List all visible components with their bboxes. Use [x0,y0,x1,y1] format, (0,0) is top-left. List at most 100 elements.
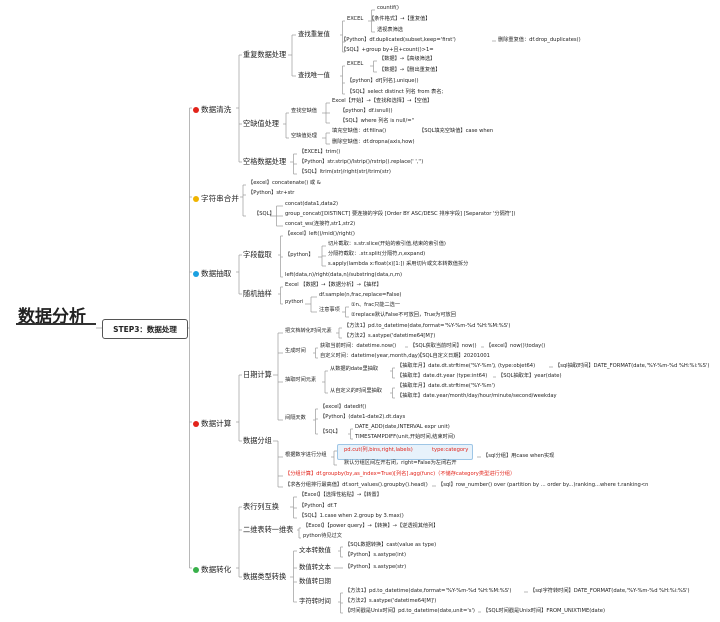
root-underline [16,323,96,325]
leaf-py-uniq: 【python】df[列名].unique() [347,78,419,84]
leaf-excel-datedif: 【excel】datedif() [320,404,367,410]
leaf-py-dup: 【Python】df.duplicated(subset,keep='first… [341,37,456,43]
leaf-unix: 【时间戳是Unix时间】pd.to_datetime(date,unit='s'… [345,608,475,614]
category-label: 数据计算 [201,419,232,428]
leaf-sql-unix: 【SQL时间戳是Unix时间】FROM_UNIXTIME(date) [483,608,605,614]
node-from-custom: 从自定义的时间里抽取 [330,388,382,394]
step-node: STEP3：数据处理 [102,319,188,339]
node-transpose: 表行列互换 [243,502,279,511]
yellow-dot-icon [193,195,199,202]
leaf-note1: ①n、frac只能二选一 [351,302,401,308]
leaf-adv-filter: 【数据】→【高级筛选】 [379,56,436,62]
leaf-timestampdiff: TIMESTAMPDIFF(unit,开始时间,结束时间) [355,434,456,440]
leaf-slice: 切片截取：s.str.slice(开始的索引值,结束的索引值) [328,241,446,247]
leaf-note2: ②replace默认False不可放回，True为可放回 [351,312,456,318]
node-extract-time: 抽取时间元素 [285,377,317,383]
node-dup: 重复数据处理 [243,50,287,59]
node-group: 数据分组 [243,436,272,445]
leaf-y-m: 【抽取年月】date.dt.strftime('%Y-%m') [397,363,496,369]
leaf-py-int: 【Python】s.astype(int) [345,552,406,558]
leaf-method2: 【方法2】s.astype('datetime64[M]') [344,333,436,339]
leaf-sql-rank: 【sql】row_number() over (partition by ...… [438,482,649,488]
leaf-apply: s.apply(lambda x:float(x)[1:]) 采用切片或文本转数… [328,261,469,267]
leaf-custom-ym: 【抽取年月】date.dt.strftime('%Y-%m') [397,383,496,389]
node-to-num: 文本转数值 [299,546,331,554]
green-dot-icon [193,566,199,573]
leaf-sql-null: 【SQL】where 列名 is null/='' [340,118,415,124]
leaf-default: 默认分组区间左开右闭，right=False为左闭右开 [344,460,457,466]
node-date: 日期计算 [243,370,272,379]
leaf-extract-excel: 【excel】left()/mid()/right() [285,231,355,237]
leaf-concat: concat(data1,data2) [285,201,339,207]
node-num-group: 根据数字进行分组 [285,452,327,458]
leaf-py-null: 【python】df.isnull() [340,108,393,114]
node-field: 字段截取 [243,250,272,259]
leaf-sql-now: 【SQL获取当前时间】now() [410,343,477,349]
node-get-time: 生成时间 [285,348,306,354]
node-fill-null: 空缺值处理 [291,133,317,139]
leaf-sql-cast: 【SQL数据转换】cast(value as type) [345,542,437,548]
leaf-sql-dt: 【sql抽取时间】DATE_FORMAT(date,'%Y-%m-%d %H:%… [555,363,710,369]
node-find-uniq: 查找唯一值 [298,71,330,79]
category-calc: 数据计算 [193,418,231,429]
node-dtype: 数据类型转换 [243,572,287,581]
category-label: 字符串合并 [201,194,239,203]
node-to-datetime: 字符转时间 [299,597,331,605]
node-space: 空格数据处理 [243,157,287,166]
leaf-drop-null: 删除空缺值：df.dropna(axis,how) [332,139,415,145]
leaf-excel-pq: 【Excel】【power query】→【转换】→【逆透视其他列】 [303,523,439,529]
leaf-sql-year: 【SQL抽取年】year(date) [498,373,562,379]
root-title: 数据分析 [18,307,86,326]
node-calc-sql: 【SQL】 [320,429,341,435]
node-convert: 把文档转化时间元素 [285,328,332,334]
leaf-custom-year: 【抽取年】date.year/month/day/hour/minute/sec… [397,393,557,399]
leaf-group-calc: 【分组计算】df.groupby(by,as_index=True)[列名].a… [285,471,516,477]
node-sample: 随机抽样 [243,289,272,298]
leaf-pivot: 透视表筛选 [377,27,403,33]
leaf-concat-ws: concat_ws(连接符,str1,str2) [285,221,356,227]
leaf-extract-sql: left(data,n)/right(data,n)/substring(dat… [285,272,402,278]
leaf-excel-null: Excel【开始】→【查找和选择】→【空值】 [332,98,433,104]
leaf-countif: countif() [377,5,399,11]
leaf-year: 【抽取年】date.dt.year (type:int64) [397,373,488,379]
node-pivot: 二维表转一维表 [243,525,294,534]
node-merge-sql: 【SQL】 [254,211,275,217]
node-find-null: 查找空缺值 [291,108,317,114]
leaf-sql-uniq: 【SQL】select distinct 列名 from 表名; [347,89,444,95]
node-from-date: 从数据的date里抽取 [330,366,379,372]
leaf-typecat: type:category [432,447,469,453]
leaf-group-concat: group_concat([DISTINCT] 要连接的字段 [Order BY… [285,211,516,217]
node-pythori: pythori [285,299,304,305]
blue-dot-icon [193,270,199,277]
node-notes: 注意事项 [319,307,340,313]
leaf-py-pivot: python待见过文 [303,533,342,539]
leaf-df-sample: df.sample(n,frac,replace=False) [319,292,402,298]
red-dot-icon [193,420,199,427]
leaf-sql-group-case: 【sql分组】用case when实现 [483,453,555,459]
leaf-m2: 【方法2】s.astype('datetime64[M]') [345,598,437,604]
leaf-py-days: 【Python】(date1-date2).dt.days [320,414,406,420]
category-merge: 字符串合并 [193,193,239,204]
leaf-type-obj: (type:objet64) [498,363,536,369]
node-to-date: 数值转日期 [299,577,331,585]
leaf-excel-trim: 【EXCEL】trim() [299,149,341,155]
leaf-sql-dup: 【SQL】+group by+且+count()>1= [341,47,434,53]
node-null: 空缺值处理 [243,119,279,128]
leaf-top: 【求各分组排行最高值】df.sort_values().groupby().he… [285,482,428,488]
category-extract: 数据抽取 [193,268,231,279]
leaf-sql-fmt: 【sql字符转时间】DATE_FORMAT(date,'%Y-%m-%d %H:… [530,588,690,594]
node-excel2: EXCEL [347,61,364,67]
node-interval: 间隔天数 [285,415,306,421]
category-label: 数据转化 [201,565,232,574]
node-extract-python: 【python】 [285,252,314,258]
leaf-method1: 【方法1】pd.to_datetime(date,format='%Y-%m-%… [344,323,511,329]
leaf-m1: 【方法1】pd.to_datetime(date,format='%Y-%m-%… [345,588,512,594]
leaf-py-strip: 【Python】str.strip()/lstrip()/rstrip().re… [299,159,424,165]
node-find-dup: 查找重复值 [298,30,330,38]
leaf-merge-excel: 【excel】concatenate() 或 & [248,180,321,186]
leaf-sql-trim: 【SQL】ltrim(str)/right(str)/trim(str) [299,169,391,175]
leaf-py-t: 【Python】df.T [299,503,337,509]
leaf-sql-custom: 【SQL自定义日期】20201001 [417,353,490,359]
red-dot-icon [193,106,199,113]
